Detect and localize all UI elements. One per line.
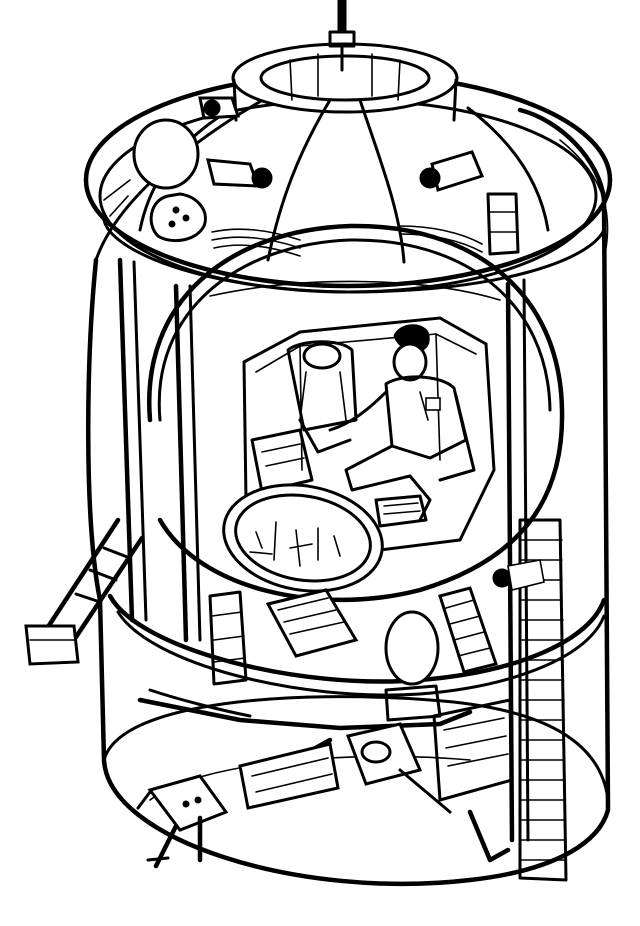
gas-cylinders: [132, 118, 520, 686]
floodlight-lower-right: [492, 559, 545, 591]
right-side-panel: [518, 518, 568, 882]
floodlights: [198, 96, 545, 591]
observer-figure: [286, 340, 358, 454]
landing-skid: [24, 517, 145, 666]
viewport-window: [222, 483, 384, 593]
floodlight-left: [206, 158, 273, 189]
top-hatch-ring: [231, 42, 459, 122]
lower-chassis: [148, 688, 514, 863]
antenna-mast: [328, 0, 356, 72]
upper-ribs: [138, 98, 550, 264]
pilot-figure: [328, 324, 476, 522]
wiring-bundles: [103, 179, 483, 257]
manipulator-claw: [136, 774, 229, 869]
floodlight-top: [198, 96, 241, 120]
floodlight-right: [419, 150, 485, 192]
sample-tray: [265, 588, 359, 658]
manipulator-arm: [136, 697, 473, 869]
control-console: [250, 428, 428, 528]
